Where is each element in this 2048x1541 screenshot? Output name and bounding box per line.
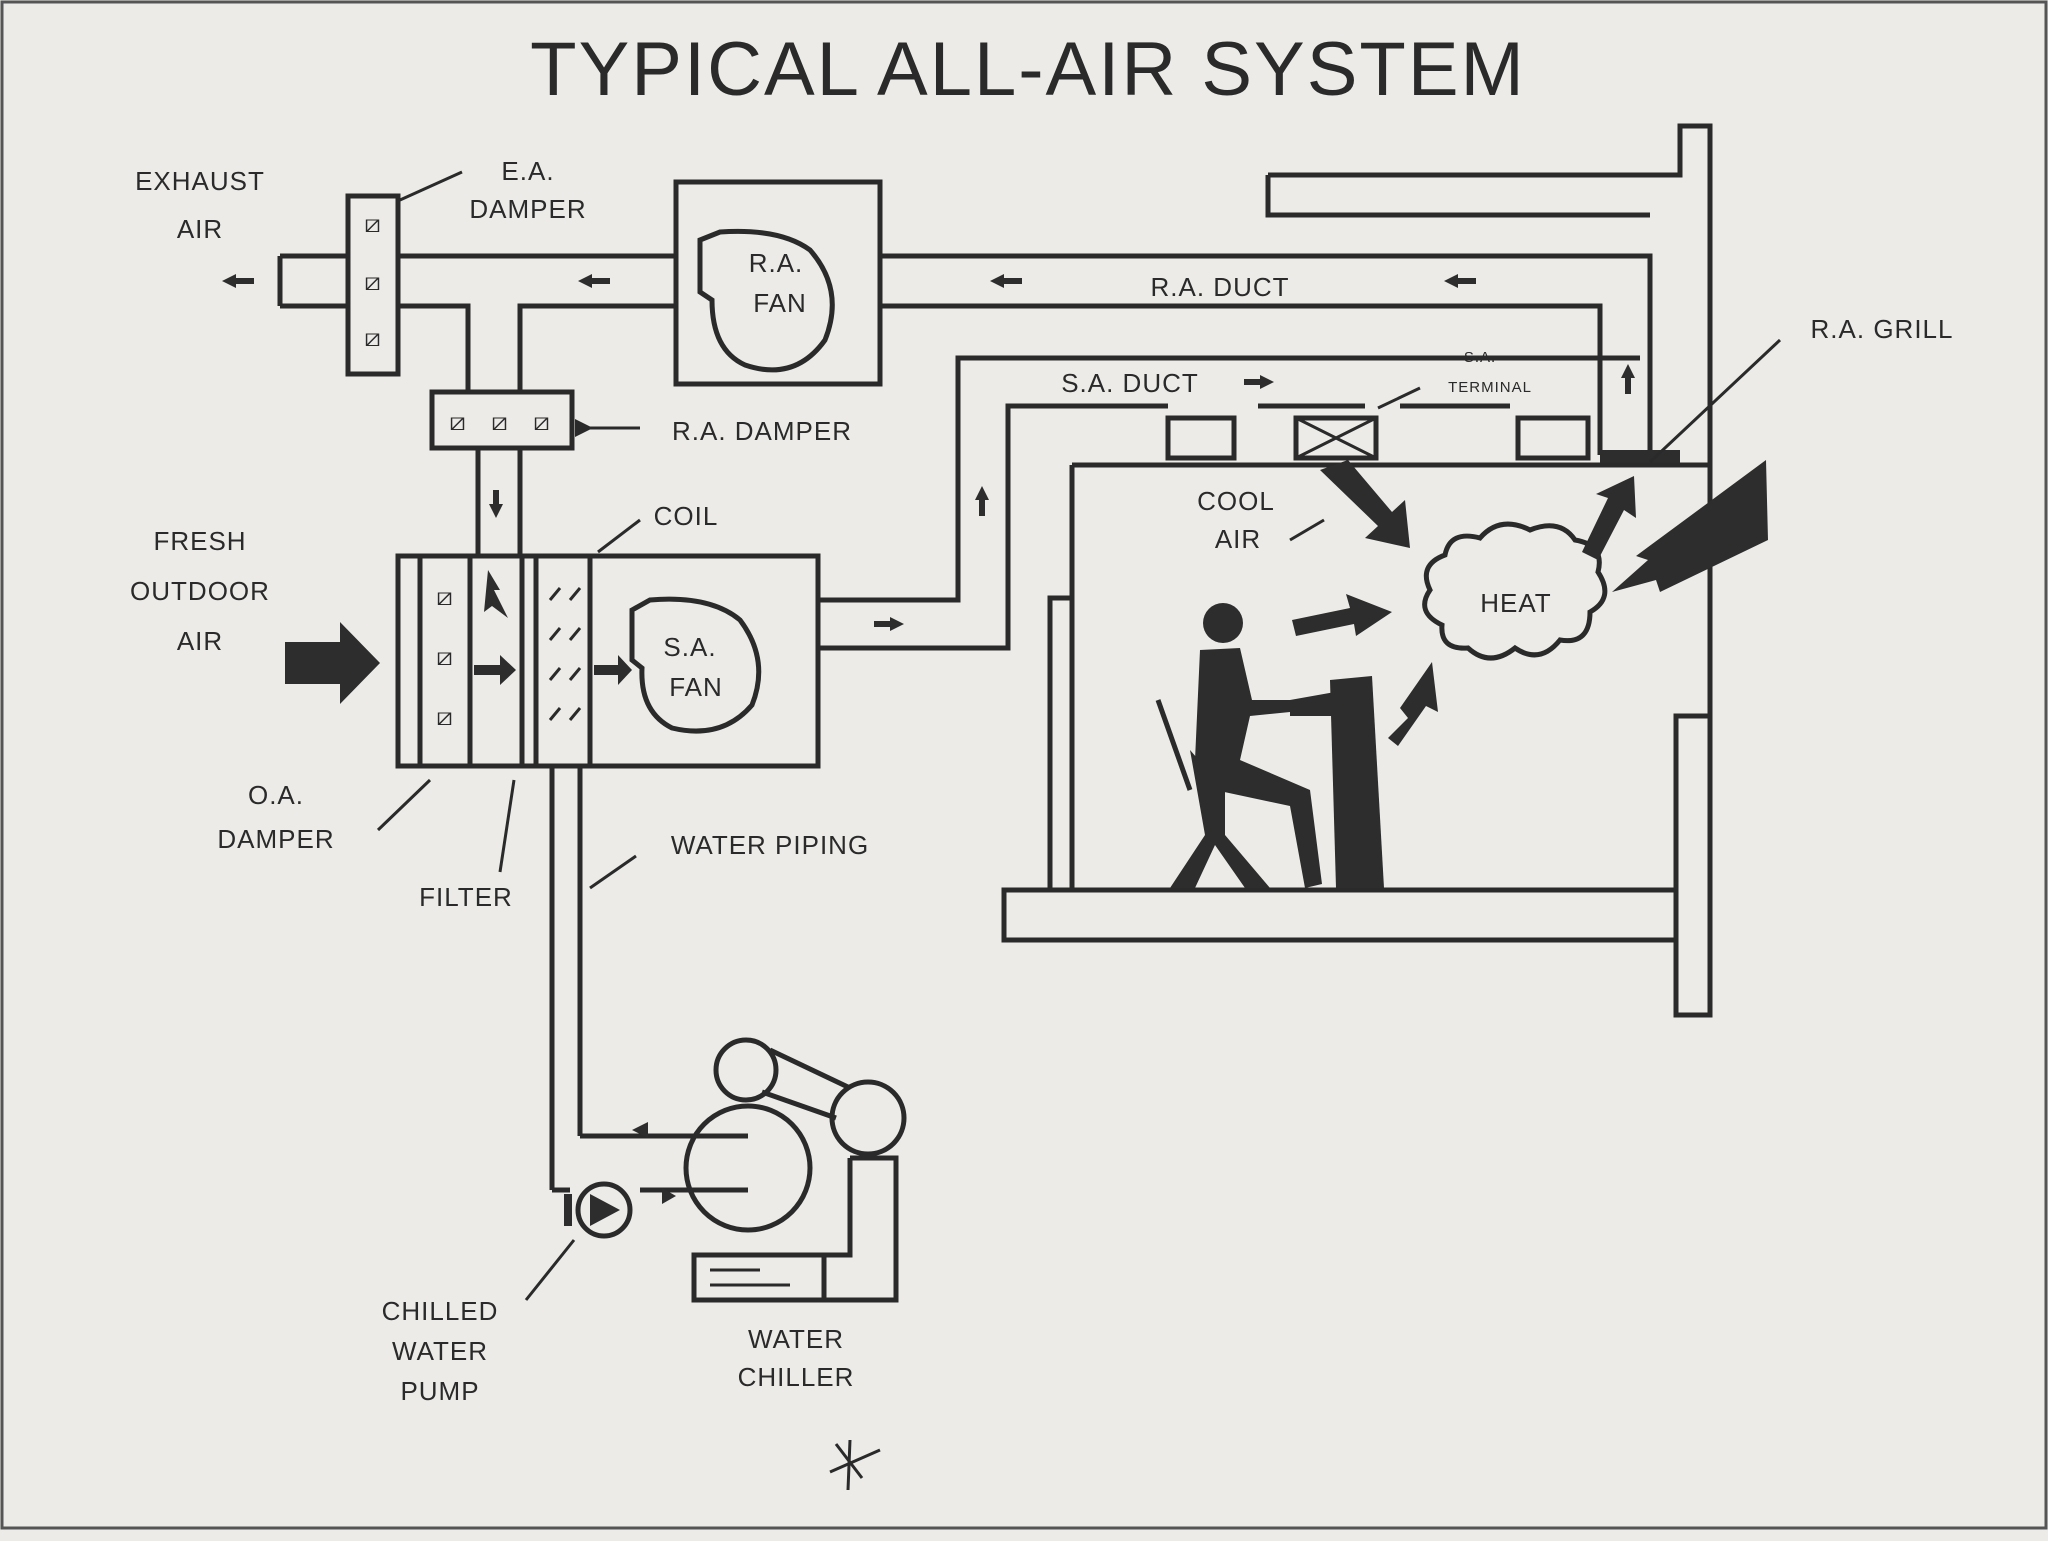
svg-text:⧄: ⧄	[436, 641, 454, 671]
label-sa-duct: S.A. DUCT	[1061, 368, 1199, 398]
label-chilled-water-pump-1: CHILLED	[382, 1296, 499, 1326]
label-heat: HEAT	[1480, 588, 1551, 618]
label-cool-air-2: AIR	[1215, 524, 1261, 554]
label-ra-fan-2: FAN	[753, 288, 807, 318]
label-sa-terminal-2: TERMINAL	[1448, 379, 1532, 396]
label-fresh-outdoor-air-2: OUTDOOR	[130, 576, 270, 606]
label-sa-fan-2: FAN	[669, 672, 723, 702]
heat-cloud	[1422, 521, 1608, 661]
label-cool-air-1: COOL	[1197, 486, 1275, 516]
leader-lines	[376, 170, 1782, 1301]
labels: EXHAUST AIR E.A. DAMPER R.A. FAN R.A. DU…	[130, 156, 1954, 1406]
supply-air-duct	[818, 355, 1680, 651]
label-oa-damper-2: DAMPER	[217, 824, 334, 854]
svg-text:⧄: ⧄	[436, 701, 454, 731]
svg-text:⧄: ⧄	[364, 208, 382, 238]
label-ea-damper-2: DAMPER	[469, 194, 586, 224]
label-chilled-water-pump-2: WATER	[392, 1336, 488, 1366]
return-air-duct	[277, 253, 1653, 556]
label-ra-grill: R.A. GRILL	[1811, 314, 1954, 344]
chilled-water-system	[549, 766, 907, 1303]
label-coil: COIL	[654, 501, 719, 531]
svg-text:⧄: ⧄	[491, 406, 509, 436]
label-fresh-outdoor-air-1: FRESH	[153, 526, 246, 556]
ra-fan	[673, 179, 883, 387]
person-at-desk	[1155, 603, 1384, 888]
label-sa-fan-1: S.A.	[663, 632, 716, 662]
svg-text:⧄: ⧄	[364, 322, 382, 352]
flow-arrows	[222, 274, 1768, 746]
ea-damper: ⧄ ⧄ ⧄	[345, 193, 401, 377]
air-handling-unit: ⧄ ⧄ ⧄	[395, 553, 821, 769]
label-ra-fan-1: R.A.	[749, 248, 804, 278]
label-filter: FILTER	[419, 882, 513, 912]
label-ea-damper-1: E.A.	[501, 156, 554, 186]
label-exhaust-air-2: AIR	[177, 214, 223, 244]
label-sa-terminal-1: S.A.	[1464, 349, 1496, 366]
label-water-chiller-2: CHILLER	[738, 1362, 855, 1392]
label-water-piping: WATER PIPING	[671, 830, 869, 860]
label-fresh-outdoor-air-3: AIR	[177, 626, 223, 656]
label-exhaust-air-1: EXHAUST	[135, 166, 265, 196]
label-ra-duct: R.A. DUCT	[1151, 272, 1290, 302]
svg-text:⧄: ⧄	[533, 406, 551, 436]
diagram-title: TYPICAL ALL-AIR SYSTEM	[530, 27, 1526, 112]
label-ra-damper: R.A. DAMPER	[672, 416, 852, 446]
svg-text:⧄: ⧄	[436, 581, 454, 611]
pen-mark	[829, 1439, 881, 1491]
ceiling-slab	[1265, 123, 1713, 465]
ra-damper: ⧄ ⧄ ⧄	[429, 389, 640, 451]
room	[1001, 462, 1713, 1018]
label-chilled-water-pump-3: PUMP	[400, 1376, 479, 1406]
svg-text:⧄: ⧄	[449, 406, 467, 436]
label-water-chiller-1: WATER	[748, 1324, 844, 1354]
label-oa-damper-1: O.A.	[248, 780, 304, 810]
svg-text:⧄: ⧄	[364, 266, 382, 296]
